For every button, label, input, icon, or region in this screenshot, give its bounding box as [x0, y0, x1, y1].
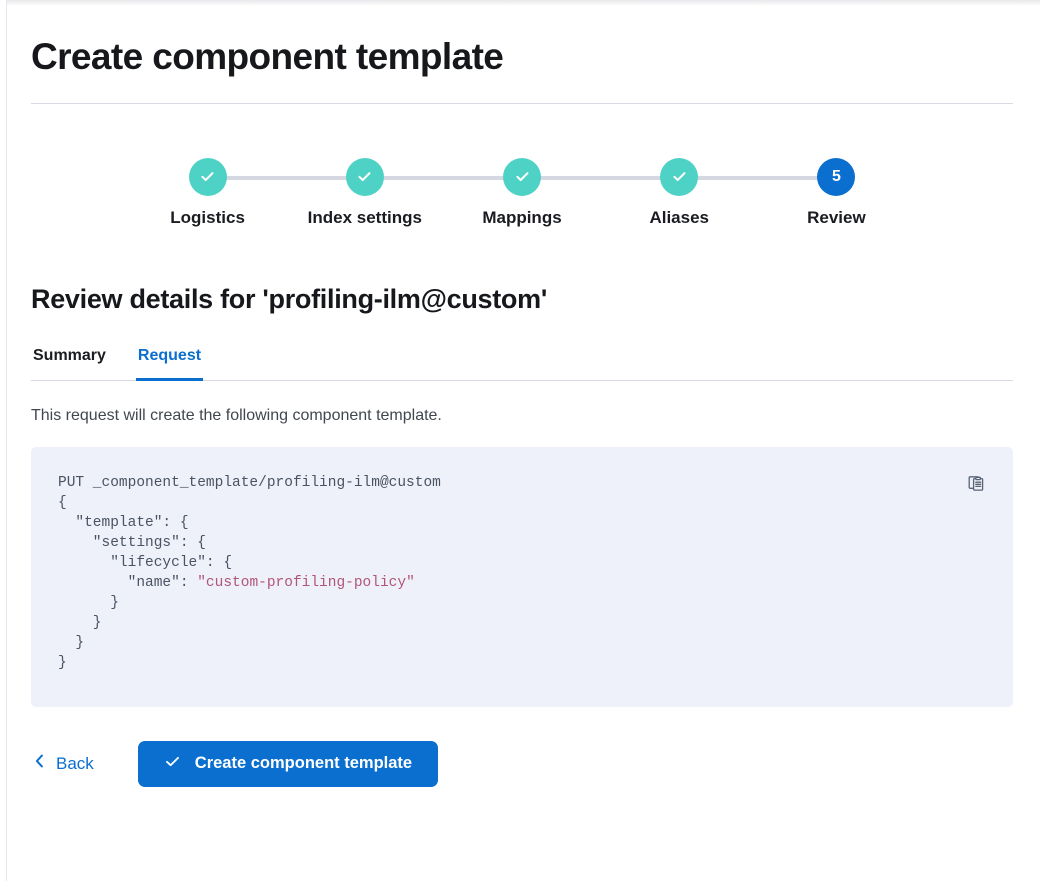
- page-container: Create component template Logistics: [8, 6, 1040, 881]
- check-icon: [164, 753, 181, 775]
- tab-summary[interactable]: Summary: [31, 343, 108, 381]
- step-connector: [364, 175, 522, 180]
- copy-clipboard-icon[interactable]: [963, 469, 991, 497]
- request-code-block: PUT _component_template/profiling-ilm@cu…: [31, 446, 1013, 707]
- create-button-label: Create component template: [194, 754, 413, 773]
- step-label: Index settings: [307, 207, 422, 227]
- check-icon: [514, 168, 531, 185]
- step-mappings[interactable]: Mappings: [443, 157, 680, 228]
- step-review[interactable]: 5 Review: [758, 157, 915, 228]
- page-title: Create component template: [31, 36, 504, 77]
- page-content: Create component template Logistics: [31, 6, 1013, 787]
- step-label: Aliases: [649, 207, 709, 227]
- step-index-settings[interactable]: Index settings: [286, 157, 522, 228]
- step-connector: [207, 175, 365, 180]
- wizard-actions: Back Create component template: [31, 740, 1013, 787]
- window-top-strip: [0, 0, 1040, 6]
- request-method-line: PUT _component_template/profiling-ilm@cu…: [58, 474, 441, 491]
- step-label: Logistics: [170, 207, 245, 227]
- chevron-left-icon: [33, 753, 46, 774]
- tab-request[interactable]: Request: [135, 343, 204, 381]
- step-logistics[interactable]: Logistics: [129, 157, 365, 228]
- check-icon: [671, 168, 688, 185]
- step-bubble-current[interactable]: 5: [817, 157, 856, 196]
- step-connector: [679, 175, 837, 180]
- step-label: Mappings: [482, 207, 562, 227]
- step-bubble-complete[interactable]: [660, 157, 699, 196]
- step-connector: [522, 175, 680, 180]
- review-heading: Review details for 'profiling-ilm@custom…: [31, 283, 547, 314]
- check-icon: [356, 168, 373, 185]
- step-label: Review: [807, 207, 866, 227]
- create-component-template-button[interactable]: Create component template: [137, 740, 439, 787]
- back-button[interactable]: Back: [31, 747, 96, 780]
- step-number: 5: [831, 167, 841, 185]
- step-bubble-complete[interactable]: [345, 157, 384, 196]
- step-aliases[interactable]: Aliases: [601, 157, 837, 228]
- step-bubble-complete[interactable]: [188, 157, 227, 196]
- request-code-text: PUT _component_template/profiling-ilm@cu…: [58, 474, 441, 671]
- check-icon: [199, 168, 216, 185]
- wizard-stepper: Logistics Index settings Mappi: [31, 157, 1013, 228]
- lifecycle-name-value: "custom-profiling-policy": [197, 574, 415, 591]
- window-left-rail: [0, 0, 7, 881]
- header-divider: [31, 102, 1013, 104]
- back-button-label: Back: [56, 753, 94, 773]
- review-tabs: Summary Request: [31, 343, 1013, 381]
- step-bubble-complete[interactable]: [503, 157, 541, 196]
- request-description: This request will create the following c…: [31, 406, 442, 424]
